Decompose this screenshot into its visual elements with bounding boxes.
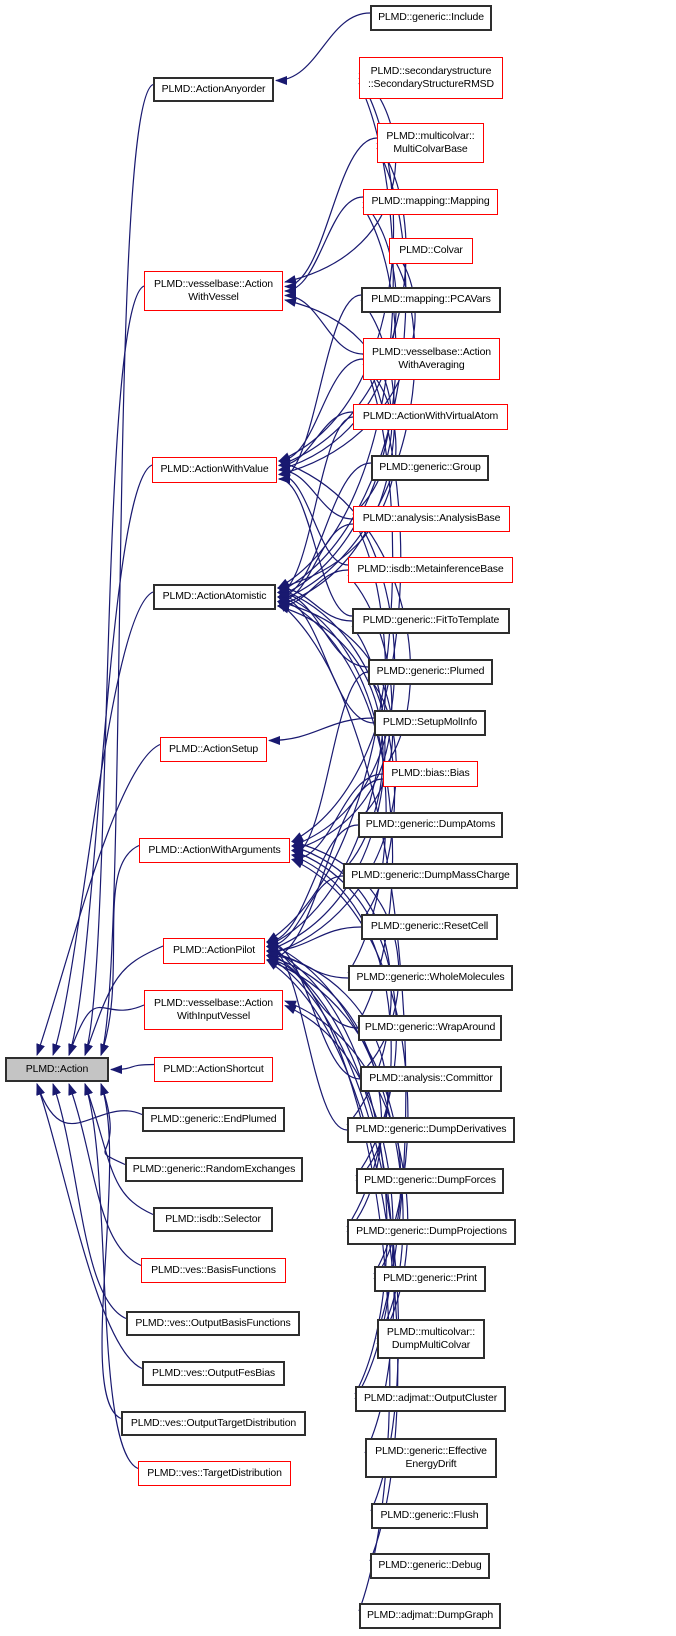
class-node-outputbasisfunctions[interactable]: PLMD::ves::OutputBasisFunctions <box>126 1311 300 1336</box>
inheritance-edge-dumpgraph-to-apilot <box>266 941 391 1612</box>
inheritance-edge-analysisbase-to-awargs <box>291 513 396 847</box>
class-node-randomexchanges[interactable]: PLMD::generic::RandomExchanges <box>125 1157 303 1182</box>
class-node-plumed[interactable]: PLMD::generic::Plumed <box>368 659 493 685</box>
class-node-selector[interactable]: PLMD::isdb::Selector <box>153 1207 273 1232</box>
inheritance-edge-analysisbase-to-awvessel <box>284 298 393 515</box>
class-node-dumpderivatives[interactable]: PLMD::generic::DumpDerivatives <box>347 1117 515 1143</box>
class-node-colvar[interactable]: PLMD::Colvar <box>389 238 473 264</box>
class-node-action[interactable]: PLMD::Action <box>5 1057 109 1082</box>
class-node-pcavars[interactable]: PLMD::mapping::PCAVars <box>361 287 501 313</box>
inheritance-edge-outputbasisfunctions-to-action <box>52 1083 127 1320</box>
class-node-bias[interactable]: PLMD::bias::Bias <box>383 761 478 787</box>
inheritance-edge-mapping-to-awvessel <box>284 196 364 296</box>
inheritance-edge-awaveraging-to-atomistic <box>277 363 397 590</box>
class-node-print[interactable]: PLMD::generic::Print <box>374 1266 486 1292</box>
inheritance-edge-anyorder-to-action <box>100 83 154 1056</box>
class-node-dumpmulticolvar[interactable]: PLMD::multicolvar:: DumpMultiColvar <box>377 1319 485 1359</box>
class-node-dumpatoms[interactable]: PLMD::generic::DumpAtoms <box>358 812 503 838</box>
inheritance-edge-awvalue-to-action <box>68 464 153 1056</box>
inheritance-edge-randomexchanges-to-action <box>100 1083 126 1166</box>
inheritance-edge-fittotemplate-to-awvalue <box>278 474 353 617</box>
inheritance-edge-outputtargetdistribution-to-action <box>100 1083 122 1420</box>
inheritance-edge-atomistic-to-action <box>52 591 154 1056</box>
class-node-dumpprojections[interactable]: PLMD::generic::DumpProjections <box>347 1219 516 1245</box>
class-node-setupmolinfo[interactable]: PLMD::SetupMolInfo <box>374 710 486 736</box>
inheritance-edge-include-to-anyorder <box>275 12 371 85</box>
class-node-basisfunctions[interactable]: PLMD::ves::BasisFunctions <box>141 1258 286 1283</box>
inheritance-edge-asetup-to-action <box>36 743 161 1056</box>
inheritance-edge-setupmolinfo-to-atomistic <box>277 592 375 724</box>
class-node-outputtargetdistribution[interactable]: PLMD::ves::OutputTargetDistribution <box>121 1411 306 1436</box>
class-node-outputcluster[interactable]: PLMD::adjmat::OutputCluster <box>355 1386 506 1412</box>
inheritance-edge-awvirtualatom-to-atomistic <box>277 416 354 597</box>
class-node-awvirtualatom[interactable]: PLMD::ActionWithVirtualAtom <box>353 404 508 430</box>
inheritance-edge-pcavars-to-awvalue <box>278 294 362 484</box>
class-node-fittotemplate[interactable]: PLMD::generic::FitToTemplate <box>352 608 510 634</box>
class-node-analysisbase[interactable]: PLMD::analysis::AnalysisBase <box>353 506 510 532</box>
inheritance-edge-outputfesbias-to-action <box>36 1083 143 1370</box>
inheritance-edge-awaveraging-to-awvessel <box>284 291 364 355</box>
inheritance-edge-basisfunctions-to-action <box>68 1083 142 1267</box>
class-node-awvalue[interactable]: PLMD::ActionWithValue <box>152 457 277 483</box>
class-node-ashortcut[interactable]: PLMD::ActionShortcut <box>154 1057 273 1082</box>
class-node-awinputvessel[interactable]: PLMD::vesselbase::Action WithInputVessel <box>144 990 283 1030</box>
class-node-dumpmasscharge[interactable]: PLMD::generic::DumpMassCharge <box>343 863 518 889</box>
inheritance-edge-endplumed-to-action <box>36 1083 143 1125</box>
inheritance-edge-resetcell-to-apilot <box>266 926 362 956</box>
class-node-include[interactable]: PLMD::generic::Include <box>370 5 492 31</box>
inheritance-edge-awaveraging-to-awvalue <box>278 358 364 466</box>
class-node-resetcell[interactable]: PLMD::generic::ResetCell <box>361 914 498 940</box>
inheritance-edge-committor-to-apilot <box>266 937 361 1080</box>
class-node-flush[interactable]: PLMD::generic::Flush <box>371 1503 488 1529</box>
class-node-ssrmsd[interactable]: PLMD::secondarystructure ::SecondaryStru… <box>359 57 503 99</box>
inheritance-edge-ssrmsd-to-awvalue <box>278 77 395 462</box>
inheritance-edge-awinputvessel-to-action <box>68 1004 145 1056</box>
class-node-awargs[interactable]: PLMD::ActionWithArguments <box>139 838 290 863</box>
inheritance-edge-dumpmulticolvar-to-atomistic <box>277 600 407 1335</box>
class-node-wraparound[interactable]: PLMD::generic::WrapAround <box>358 1015 502 1041</box>
class-node-debug[interactable]: PLMD::generic::Debug <box>370 1553 490 1579</box>
inheritance-edge-selector-to-action <box>84 1083 154 1216</box>
class-node-metainferencebase[interactable]: PLMD::isdb::MetainferenceBase <box>348 557 513 583</box>
inheritance-edge-group-to-atomistic <box>277 462 372 602</box>
class-node-awaveraging[interactable]: PLMD::vesselbase::Action WithAveraging <box>363 338 500 380</box>
class-node-endplumed[interactable]: PLMD::generic::EndPlumed <box>142 1107 285 1132</box>
class-node-group[interactable]: PLMD::generic::Group <box>371 455 489 481</box>
inheritance-edge-dumpatoms-to-atomistic <box>277 599 393 821</box>
class-node-dumpgraph[interactable]: PLMD::adjmat::DumpGraph <box>359 1603 501 1629</box>
class-node-outputfesbias[interactable]: PLMD::ves::OutputFesBias <box>142 1361 285 1386</box>
inheritance-edge-dumpatoms-to-apilot <box>266 824 359 947</box>
class-node-atomistic[interactable]: PLMD::ActionAtomistic <box>153 584 276 610</box>
class-node-committor[interactable]: PLMD::analysis::Committor <box>360 1066 502 1092</box>
inheritance-edge-mcbase-to-awvessel <box>284 137 378 291</box>
inheritance-edge-targetdistribution-to-action <box>84 1083 139 1470</box>
class-node-mcbase[interactable]: PLMD::multicolvar:: MultiColvarBase <box>377 123 484 163</box>
class-node-awvessel[interactable]: PLMD::vesselbase::Action WithVessel <box>144 271 283 311</box>
class-node-mapping[interactable]: PLMD::mapping::Mapping <box>363 189 498 215</box>
class-node-wholemolecules[interactable]: PLMD::generic::WholeMolecules <box>348 965 513 991</box>
class-node-apilot[interactable]: PLMD::ActionPilot <box>163 938 265 964</box>
class-node-targetdistribution[interactable]: PLMD::ves::TargetDistribution <box>138 1461 291 1486</box>
inheritance-edge-ashortcut-to-action <box>110 1063 155 1074</box>
class-node-dumpforces[interactable]: PLMD::generic::DumpForces <box>356 1168 504 1194</box>
class-node-asetup[interactable]: PLMD::ActionSetup <box>160 737 267 762</box>
inheritance-edge-awvessel-to-action <box>84 285 145 1056</box>
inheritance-edge-apilot-to-action <box>84 945 164 1056</box>
class-node-anyorder[interactable]: PLMD::ActionAnyorder <box>153 77 274 102</box>
class-node-effectiveenergydrift[interactable]: PLMD::generic::Effective EnergyDrift <box>365 1438 497 1478</box>
inheritance-edge-awargs-to-action <box>100 844 140 1056</box>
